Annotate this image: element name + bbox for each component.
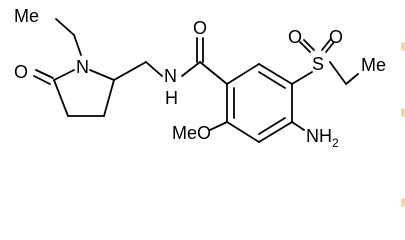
bond-ring-nh2 xyxy=(291,121,305,131)
chemical-structure: Me N O O N H O O S Me MeO NH2 xyxy=(14,6,386,150)
amino-label: NH2 xyxy=(306,126,339,150)
bond-c2-o-a xyxy=(35,69,54,79)
ring-bond-5 xyxy=(226,121,260,143)
bond-ring-ome xyxy=(209,121,228,131)
bond-s-o-right-a xyxy=(321,39,331,51)
ring-inner-2 xyxy=(258,117,286,135)
amide-hydrogen-label: H xyxy=(165,88,178,108)
sulfonyl-oxygen-left-label: O xyxy=(288,27,302,47)
bond-c2-o-b xyxy=(33,75,51,85)
amide-nitrogen-label: N xyxy=(164,66,177,86)
sulfonyl-oxygen-right-label: O xyxy=(329,27,343,47)
bond-me-ch2 xyxy=(55,18,75,36)
bond-ring-s xyxy=(291,71,313,85)
ring-bond-4 xyxy=(258,121,293,143)
bond-co-ring xyxy=(199,61,228,85)
ring-bond-1 xyxy=(226,63,260,85)
bond-c2-n xyxy=(53,69,75,81)
ring-nitrogen-label: N xyxy=(76,57,89,77)
carbonyl-oxygen-label: O xyxy=(193,18,207,38)
bond-c3-c2 xyxy=(53,79,69,117)
bond-nh-co xyxy=(181,61,201,77)
bond-s-ch2 xyxy=(329,61,347,85)
amino-subscript: 2 xyxy=(332,136,339,150)
bond-c5-c4 xyxy=(103,79,115,117)
edge-mark-middle xyxy=(401,108,405,117)
methyl-label: Me xyxy=(14,6,39,26)
edge-mark-bottom xyxy=(401,198,405,207)
ring-oxygen-label: O xyxy=(14,62,28,82)
ring-bond-2 xyxy=(258,63,293,85)
edge-mark-top xyxy=(401,42,405,51)
methoxy-label: MeO xyxy=(172,123,211,143)
amino-nh-text: NH xyxy=(306,126,332,146)
ethyl-methyl-label: Me xyxy=(361,55,386,75)
bond-s-o-left-b xyxy=(303,39,315,51)
bond-s-o-left-a xyxy=(299,41,311,53)
bond-ch2-n xyxy=(73,34,82,56)
ring-inner-1 xyxy=(258,71,286,89)
bond-n-c5 xyxy=(89,69,115,81)
sulfur-label: S xyxy=(312,54,324,74)
bond-ch2-nh xyxy=(145,61,163,77)
page: { "molecule": { "labels": { "me_n_ethyl"… xyxy=(14,6,405,207)
bond-s-o-right-b xyxy=(325,41,335,53)
bond-ch2-me xyxy=(345,73,359,85)
bond-c5-ch2 xyxy=(113,61,147,81)
